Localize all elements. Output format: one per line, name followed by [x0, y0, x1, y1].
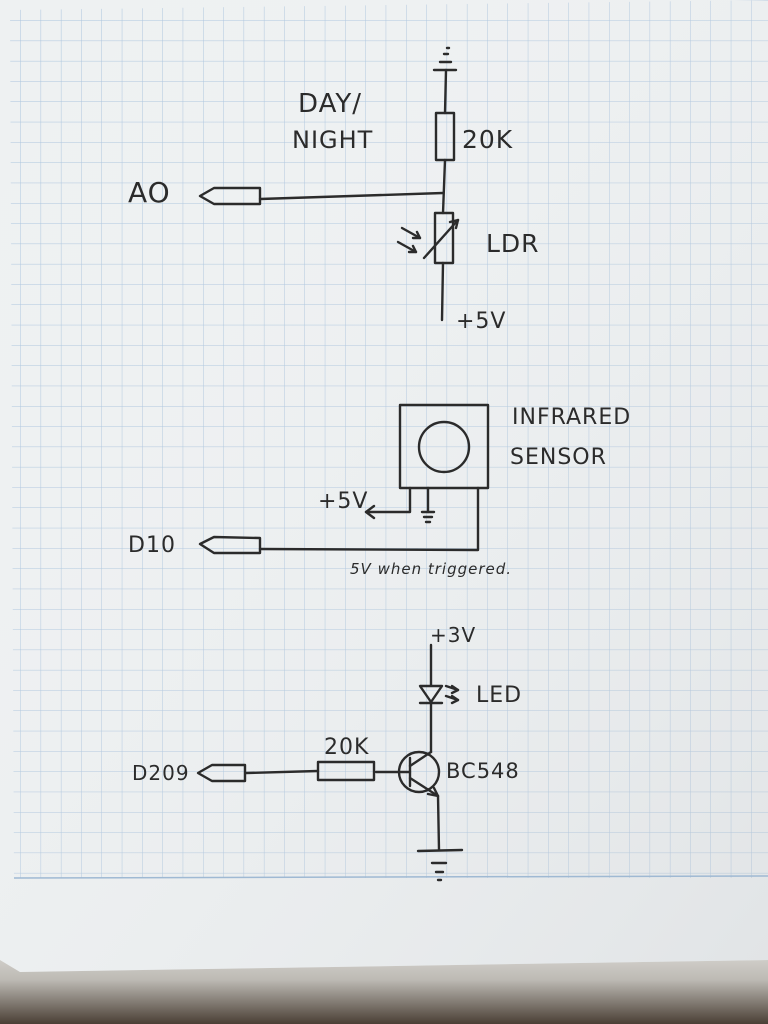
connector-a0: [198, 186, 262, 206]
label-d10: D10: [128, 533, 176, 558]
infrared-sensor-body: [398, 403, 490, 490]
wire-d209: [244, 769, 320, 775]
label-infrared-line1: INFRARED: [512, 405, 631, 430]
connector-d10: [198, 535, 262, 555]
label-5v-top: +5V: [456, 309, 506, 334]
label-day-night-line2: NIGHT: [292, 126, 373, 154]
infrared-sensor-lens: [417, 420, 471, 474]
label-d209: D209: [132, 761, 190, 785]
ir-pin-output: [258, 486, 480, 552]
label-5v-ir: +5V: [318, 489, 368, 514]
label-ldr: LDR: [486, 229, 540, 258]
label-a0: AO: [128, 176, 171, 209]
wire-emitter: [436, 794, 441, 852]
connector-d209: [196, 763, 247, 783]
label-transistor: BC548: [446, 759, 520, 783]
label-resistor-top: 20K: [462, 125, 513, 154]
ir-pin-5v: [364, 486, 412, 514]
ground-symbol-bottom: [416, 848, 464, 882]
wire-a0: [258, 191, 445, 201]
label-day-night-line1: DAY/: [298, 89, 362, 119]
wire-mid: [441, 158, 447, 215]
label-resistor-base: 20K: [324, 735, 369, 760]
light-arrows-icon: [396, 226, 422, 254]
label-3v: +3V: [430, 623, 476, 647]
label-infrared-line2: SENSOR: [510, 445, 607, 470]
label-triggered-note: 5V when triggered.: [350, 560, 512, 578]
ldr-variable-arrow: [422, 218, 460, 260]
label-led: LED: [476, 683, 522, 708]
wire-bottom: [440, 261, 445, 322]
wire-top: [443, 68, 448, 115]
